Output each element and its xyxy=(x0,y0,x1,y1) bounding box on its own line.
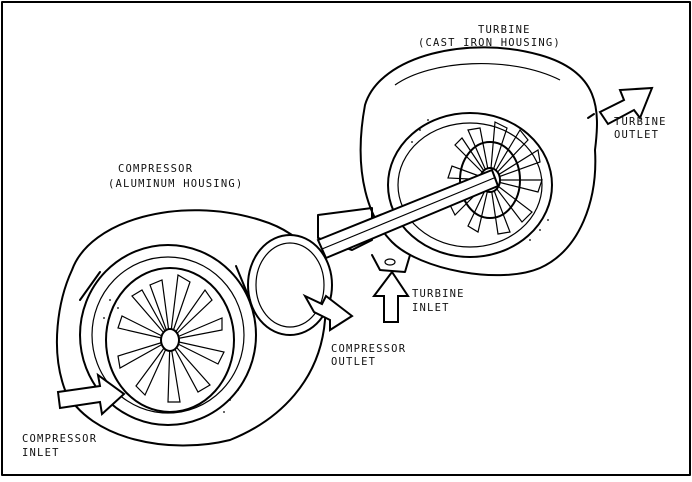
compressor-outlet-label-line1: COMPRESSOR xyxy=(331,343,406,355)
shaft xyxy=(318,170,498,258)
turbine-title-label: TURBINE xyxy=(478,24,531,36)
compressor-housing xyxy=(57,210,332,445)
compressor-inlet-label-line1: COMPRESSOR xyxy=(22,433,97,445)
turbine-inlet-label-line2: INLET xyxy=(412,302,450,314)
turbine-outlet-label-line1: TURBINE xyxy=(614,116,667,128)
turbine-outlet-label-line2: OUTLET xyxy=(614,129,659,141)
turbine-housing-label: (CAST IRON HOUSING) xyxy=(418,37,561,49)
compressor-title-label: COMPRESSOR xyxy=(118,163,193,175)
compressor-inlet-label-line2: INLET xyxy=(22,447,60,459)
compressor-housing-label: (ALUMINUM HOUSING) xyxy=(108,178,243,190)
compressor-outlet-label-line2: OUTLET xyxy=(331,356,376,368)
turbine-inlet-arrow xyxy=(374,272,408,322)
turbine-inlet-label-line1: TURBINE xyxy=(412,288,465,300)
